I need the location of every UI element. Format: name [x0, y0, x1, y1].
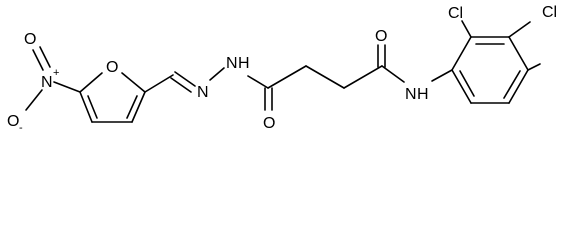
furan-imine-bond — [144, 74, 174, 93]
dichlorophenyl-ring — [451, 36, 529, 104]
ring-bond — [131, 91, 146, 123]
n-carbonyl-bond — [381, 65, 405, 83]
imine-double-1 — [174, 71, 196, 87]
molecule-diagram: Cl Cl N H O O N H N O N + O O — [7, 4, 557, 134]
ring-bond — [79, 91, 93, 123]
ring-bond — [451, 36, 472, 71]
structure-canvas: Cl Cl N H O O N H N O N + O O — [7, 4, 557, 134]
n-n-bond — [209, 67, 225, 81]
c-nitro-bond — [53, 81, 81, 93]
chain-bond — [305, 65, 345, 89]
cl-right-label: Cl — [542, 4, 557, 21]
aryl-n-bond — [431, 69, 453, 82]
ring-bond — [121, 72, 146, 93]
nitro-o-single — [25, 89, 43, 111]
ring-double-bond — [126, 95, 138, 119]
nitro-o-double-1 — [32, 49, 44, 71]
furan-o-label: O — [106, 59, 118, 76]
ring-double-bond — [87, 95, 98, 119]
ring-bond — [451, 69, 472, 104]
nitro-o-top-label: O — [24, 31, 36, 48]
ring-double-bond — [503, 70, 521, 99]
nitro-minus-charge: - — [19, 122, 23, 134]
nh-n-label: N — [226, 55, 238, 72]
nitro-n-label: N — [41, 74, 53, 91]
chain-bond — [267, 65, 307, 89]
furan-ring — [79, 72, 146, 123]
chain-bond — [343, 65, 383, 89]
cl-bond-right — [527, 63, 541, 71]
cl-bond-top — [461, 20, 472, 38]
nitro-plus-charge: + — [53, 67, 59, 79]
carbonyl-nh-bond — [247, 75, 269, 89]
amide-h-label: H — [417, 86, 429, 103]
cl-bond-right-upper — [508, 21, 531, 38]
imine-n-label: N — [197, 84, 209, 101]
amide-o-label: O — [375, 28, 387, 45]
imine-double-2 — [170, 77, 192, 93]
ring-bond — [79, 72, 103, 93]
hydrazide-o-label: O — [263, 115, 275, 132]
ring-bond — [508, 69, 529, 104]
ring-bond — [508, 36, 529, 71]
ring-double-bond — [459, 70, 475, 97]
nitro-o-double-2 — [39, 46, 51, 68]
nh-h-label: H — [238, 55, 250, 72]
cl-top-label: Cl — [448, 5, 463, 22]
amide-n-label: N — [405, 86, 417, 103]
nitro-o-bottom-label: O — [7, 113, 19, 130]
